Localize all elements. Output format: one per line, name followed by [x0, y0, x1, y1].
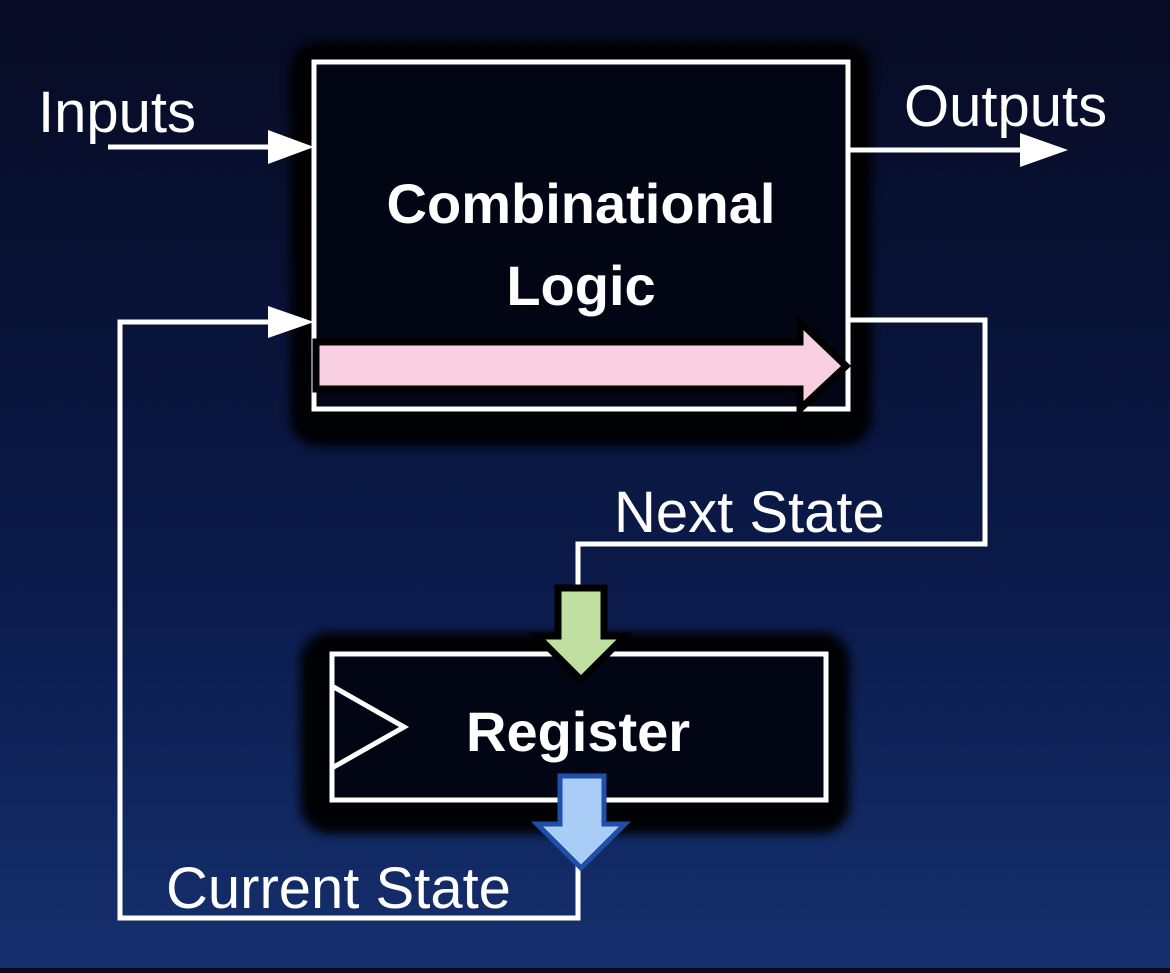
current-state-wire [117, 319, 581, 921]
next-state-wire [575, 317, 988, 590]
current-state-down-arrow-icon [530, 773, 632, 872]
next-state-down-arrow-icon [528, 584, 634, 685]
inputs-arrowhead-icon [268, 130, 314, 164]
critical-path-arrow-icon [312, 313, 852, 418]
next-state-label: Next State [614, 480, 885, 545]
current-state-label: Current State [166, 856, 511, 921]
outputs-label: Outputs [904, 74, 1108, 139]
combinational-logic-subtitle: Logic [506, 254, 656, 317]
clock-triangle-icon [330, 683, 410, 771]
current-state-arrowhead-icon [268, 306, 314, 338]
combinational-logic-title: Combinational [386, 172, 776, 235]
inputs-label: Inputs [38, 80, 196, 145]
register-label: Register [466, 700, 691, 763]
outputs-arrowhead-icon [1020, 133, 1068, 167]
